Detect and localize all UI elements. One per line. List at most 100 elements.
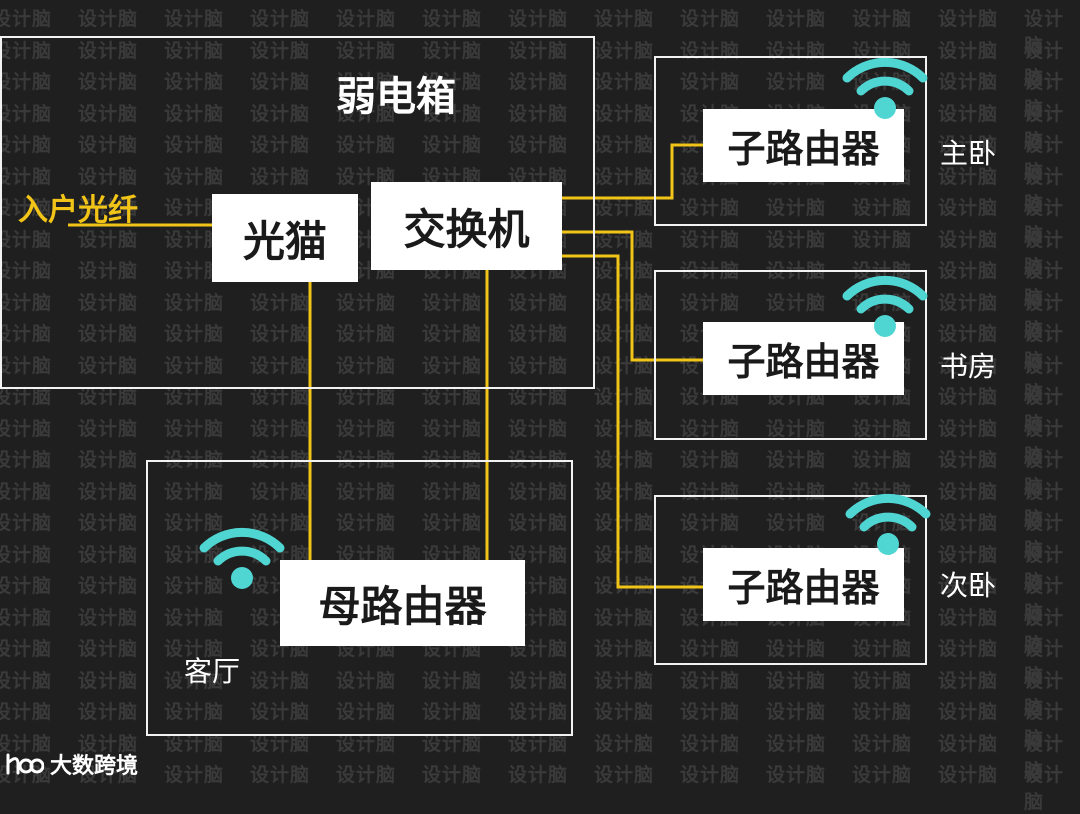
- background-pattern-text: 设计脑: [78, 543, 139, 566]
- background-pattern-text: 设计脑: [336, 102, 397, 125]
- background-pattern-text: 设计脑: [0, 134, 53, 156]
- background-pattern-text: 设计脑: [336, 669, 397, 692]
- background-pattern-text: 设计脑: [852, 732, 913, 755]
- background-pattern-text: 设计脑: [594, 732, 655, 755]
- background-pattern-text: 设计脑: [766, 228, 827, 251]
- background-pattern-text: 设计脑: [422, 701, 483, 723]
- background-pattern-text: 设计脑: [594, 449, 655, 471]
- second-bedroom-label: 次卧: [940, 569, 997, 602]
- background-pattern-text: 设计脑: [594, 71, 655, 93]
- background-pattern-text: 设计脑: [938, 638, 999, 660]
- background-pattern-text: 设计脑: [164, 228, 225, 251]
- background-pattern-text: 设计脑: [78, 386, 139, 408]
- background-pattern-text: 设计脑: [0, 764, 53, 786]
- background-pattern-text: 设计脑: [852, 764, 913, 786]
- background-pattern-text: 设计脑: [164, 764, 225, 786]
- second-bedroom-router-box: 子路由器: [703, 548, 904, 621]
- background-pattern-text: 设计脑: [852, 417, 913, 440]
- background-pattern-text: 设计脑: [164, 134, 225, 156]
- background-pattern-text: 设计脑: [508, 669, 569, 692]
- background-pattern-text: 设计脑: [508, 39, 569, 62]
- background-pattern-text: 设计脑: [1024, 323, 1065, 372]
- background-pattern-text: 设计脑: [78, 39, 139, 62]
- background-pattern-text: 设计脑: [1024, 197, 1065, 246]
- background-pattern-text: 设计脑: [250, 323, 311, 345]
- background-pattern-text: 设计脑: [164, 480, 225, 503]
- background-pattern-text: 设计脑: [250, 354, 311, 377]
- background-pattern-text: 设计脑: [766, 417, 827, 440]
- background-pattern-text: 设计脑: [938, 323, 999, 345]
- background-pattern-text: 设计脑: [78, 701, 139, 723]
- background-pattern-text: 设计脑: [78, 512, 139, 534]
- background-pattern-text: 设计脑: [508, 732, 569, 755]
- background-pattern-text: 设计脑: [78, 228, 139, 251]
- background-pattern-text: 设计脑: [508, 134, 569, 156]
- background-pattern-text: 设计脑: [766, 480, 827, 503]
- background-pattern-text: 设计脑: [336, 39, 397, 62]
- background-pattern-text: 设计脑: [938, 606, 999, 629]
- background-pattern-text: 设计脑: [594, 102, 655, 125]
- weak-box-frame: [0, 36, 595, 389]
- master-bedroom-label: 主卧: [940, 137, 997, 170]
- background-pattern-text: 设计脑: [938, 732, 999, 755]
- background-pattern-text: 设计脑: [594, 134, 655, 156]
- background-pattern-text: 设计脑: [164, 606, 225, 629]
- background-pattern-text: 设计脑: [766, 197, 827, 219]
- background-pattern-text: 设计脑: [164, 417, 225, 440]
- background-pattern-text: 设计脑: [938, 669, 999, 692]
- background-pattern-text: 设计脑: [680, 732, 741, 755]
- background-pattern-text: 设计脑: [680, 764, 741, 786]
- main-router-box: 母路由器: [280, 560, 525, 646]
- background-pattern-text: 设计脑: [164, 197, 225, 219]
- background-pattern-text: 设计脑: [1024, 701, 1065, 750]
- background-pattern-text: 设计脑: [250, 732, 311, 755]
- background-pattern-text: 设计脑: [0, 417, 53, 440]
- background-pattern-text: 设计脑: [78, 165, 139, 188]
- background-pattern-text: 设计脑: [680, 8, 741, 30]
- background-pattern-text: 设计脑: [78, 732, 139, 755]
- background-pattern-text: 设计脑: [938, 197, 999, 219]
- background-pattern-text: 设计脑: [78, 575, 139, 597]
- background-pattern-text: 设计脑: [938, 260, 999, 282]
- background-pattern-text: 设计脑: [164, 165, 225, 188]
- background-pattern-text: 设计脑: [1024, 260, 1065, 309]
- background-pattern-text: 设计脑: [78, 323, 139, 345]
- switch-to-second-bedroom-wire: [562, 254, 703, 589]
- background-pattern-text: 设计脑: [594, 260, 655, 282]
- background-pattern-text: 设计脑: [164, 291, 225, 314]
- background-pattern-text: 设计脑: [78, 102, 139, 125]
- background-pattern-text: 设计脑: [336, 701, 397, 723]
- background-pattern-text: 设计脑: [0, 386, 53, 408]
- background-pattern-text: 设计脑: [938, 134, 999, 156]
- background-pattern-text: 设计脑: [508, 71, 569, 93]
- background-pattern-text: 设计脑: [680, 291, 741, 314]
- wifi-icon: [842, 275, 928, 337]
- background-pattern-text: 设计脑: [250, 669, 311, 692]
- background-pattern-text: 设计脑: [1024, 228, 1065, 278]
- background-pattern-text: 设计脑: [0, 512, 53, 534]
- background-pattern-text: 设计脑: [594, 323, 655, 345]
- background-pattern-text: 设计脑: [1024, 354, 1065, 404]
- background-pattern-text: 设计脑: [852, 701, 913, 723]
- background-pattern-text: 设计脑: [422, 39, 483, 62]
- background-pattern-text: 设计脑: [594, 669, 655, 692]
- background-pattern-text: 设计脑: [0, 260, 53, 282]
- background-pattern-text: 设计脑: [508, 512, 569, 534]
- modem-box: 光猫: [212, 194, 358, 282]
- background-pattern-text: 设计脑: [78, 638, 139, 660]
- background-pattern-text: 设计脑: [78, 134, 139, 156]
- background-pattern-text: 设计脑: [938, 764, 999, 786]
- wifi-icon: [199, 527, 285, 589]
- background-pattern-text: 设计脑: [164, 260, 225, 282]
- background-pattern-text: 设计脑: [1024, 606, 1065, 656]
- background-pattern-text: 设计脑: [422, 732, 483, 755]
- background-pattern-text: 设计脑: [78, 669, 139, 692]
- background-pattern-text: 设计脑: [938, 701, 999, 723]
- background-pattern-text: 设计脑: [1024, 134, 1065, 183]
- background-pattern-text: 设计脑: [1024, 8, 1065, 57]
- background-pattern-text: 设计脑: [938, 417, 999, 440]
- background-pattern-text: 设计脑: [164, 323, 225, 345]
- background-pattern-text: 设计脑: [422, 669, 483, 692]
- switch-to-master-bedroom-wire: [562, 143, 703, 200]
- background-pattern-text: 设计脑: [0, 669, 53, 692]
